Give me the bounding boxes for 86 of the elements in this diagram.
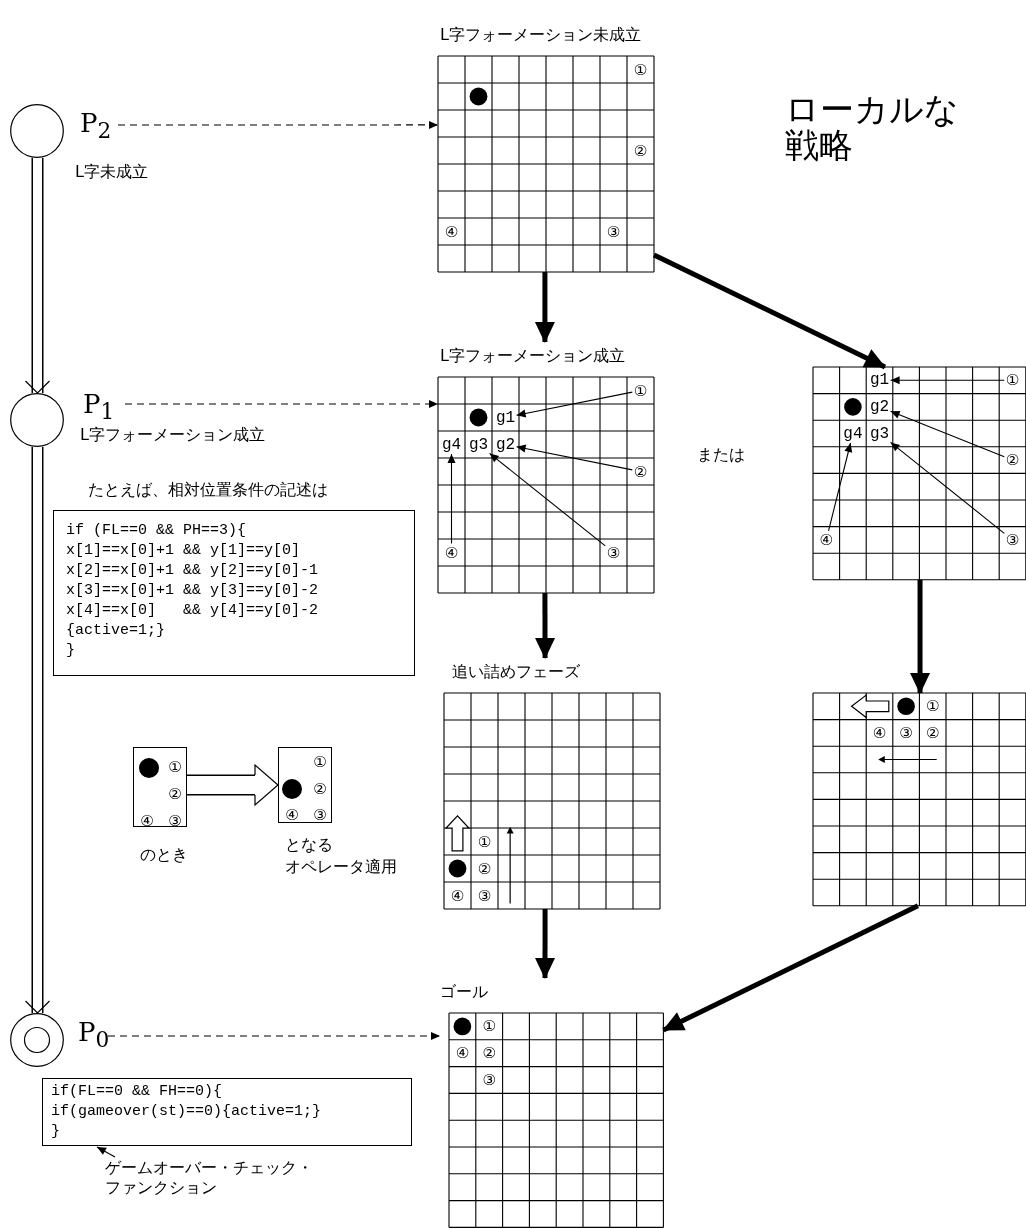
goal-label: g4 bbox=[441, 436, 462, 453]
node-label: となる bbox=[285, 835, 333, 855]
code-line: if(gameover(st)==0){active=1;} bbox=[51, 1102, 323, 1122]
double-line-arrow bbox=[24, 158, 51, 394]
goal-label: g2 bbox=[495, 436, 516, 453]
node-label: L字未成立 bbox=[75, 162, 148, 182]
code-line: x[3]==x[0]+1 && y[3]==y[0]-2 bbox=[66, 581, 320, 601]
arrow bbox=[516, 391, 633, 418]
arrow bbox=[489, 452, 606, 547]
circled-number: ② bbox=[633, 464, 648, 479]
circled-number: ④ bbox=[444, 224, 459, 239]
arrow bbox=[516, 444, 633, 471]
thick-arrow bbox=[535, 593, 556, 659]
goal-label: g3 bbox=[869, 425, 890, 442]
code-line: } bbox=[51, 1122, 61, 1142]
state-label: P$_{0}$ bbox=[78, 1019, 110, 1051]
note-text: または bbox=[697, 445, 745, 465]
node-label: のとき bbox=[140, 845, 188, 865]
goal-label: g3 bbox=[468, 436, 489, 453]
circled-number: ④ bbox=[285, 807, 299, 823]
circled-number: ③ bbox=[482, 1072, 496, 1088]
thick-arrow bbox=[652, 252, 886, 370]
code-line: x[1]==x[0]+1 && y[1]==y[0] bbox=[66, 541, 302, 561]
board-heading: L字フォーメーション未成立 bbox=[440, 25, 641, 45]
node-label: オペレータ適用 bbox=[285, 857, 397, 877]
thick-arrow bbox=[535, 909, 555, 979]
circled-number: ② bbox=[313, 781, 327, 797]
dashed-arrow bbox=[117, 120, 439, 129]
code-line: if (FL==0 && PH==3){ bbox=[66, 521, 248, 541]
circled-number: ② bbox=[477, 861, 492, 876]
circled-number: ③ bbox=[168, 813, 182, 829]
leader-line bbox=[96, 1146, 116, 1158]
circled-number: ④ bbox=[872, 725, 887, 741]
code-line: } bbox=[66, 641, 76, 661]
code-line: if(FL==0 && FH==0){ bbox=[51, 1082, 224, 1102]
circled-number: ① bbox=[482, 1018, 496, 1034]
goal-label: g1 bbox=[495, 409, 516, 426]
circled-number: ③ bbox=[606, 224, 621, 239]
circled-number: ① bbox=[925, 698, 940, 714]
thick-arrow bbox=[534, 272, 555, 343]
code-line: x[4]==x[0] && y[4]==y[0]-2 bbox=[66, 601, 320, 621]
state-label: P$_{2}$ bbox=[80, 110, 112, 142]
circled-number: ① bbox=[477, 834, 492, 849]
board-heading: ゴール bbox=[440, 982, 488, 1002]
circled-number: ④ bbox=[450, 888, 465, 903]
callout-text: ゲームオーバー・チェック・ファンクション bbox=[105, 1158, 320, 1198]
circled-number: ③ bbox=[313, 807, 327, 823]
circled-number: ② bbox=[633, 143, 648, 158]
circled-number: ④ bbox=[140, 813, 154, 829]
board-heading: L字フォーメーション成立 bbox=[440, 346, 625, 366]
circled-number: ① bbox=[168, 759, 182, 775]
dashed-arrow bbox=[107, 1032, 441, 1040]
goal-label: g1 bbox=[869, 372, 890, 389]
arrow bbox=[890, 410, 1005, 458]
node-label: L字フォーメーション成立 bbox=[80, 425, 265, 445]
circled-number: ① bbox=[633, 383, 648, 398]
arrow bbox=[890, 441, 1005, 534]
circled-number: ② bbox=[925, 725, 940, 741]
circled-number: ③ bbox=[1005, 532, 1020, 548]
state-label: P$_{1}$ bbox=[83, 391, 115, 423]
circled-number: ① bbox=[633, 62, 648, 77]
circled-number: ③ bbox=[477, 888, 492, 903]
circled-number: ③ bbox=[899, 725, 913, 741]
goal-label: g2 bbox=[869, 398, 890, 415]
dashed-arrow bbox=[124, 400, 439, 408]
circled-number: ① bbox=[1005, 372, 1020, 388]
goal-label: g4 bbox=[843, 425, 863, 442]
arrow bbox=[447, 453, 456, 545]
circled-number: ④ bbox=[444, 545, 459, 560]
double-line-arrow bbox=[24, 447, 51, 1014]
heading: ローカルな戦略 bbox=[785, 92, 960, 164]
board-heading: 追い詰めフェーズ bbox=[452, 662, 580, 682]
circled-number: ④ bbox=[819, 532, 833, 548]
circled-number: ② bbox=[482, 1045, 496, 1061]
thick-arrow bbox=[662, 903, 919, 1033]
circled-number: ④ bbox=[455, 1045, 470, 1061]
circled-number: ① bbox=[313, 754, 327, 770]
arrow bbox=[890, 376, 1005, 385]
circled-number: ③ bbox=[606, 545, 621, 560]
code-line: {active=1;} bbox=[66, 621, 167, 641]
arrow bbox=[828, 442, 853, 532]
circled-number: ② bbox=[168, 786, 182, 802]
thick-arrow bbox=[910, 579, 931, 694]
code-line: x[2]==x[0]+1 && y[2]==y[0]-1 bbox=[66, 561, 320, 581]
heading: たとえば、相対位置条件の記述は bbox=[88, 480, 329, 500]
circled-number: ② bbox=[1005, 452, 1020, 468]
